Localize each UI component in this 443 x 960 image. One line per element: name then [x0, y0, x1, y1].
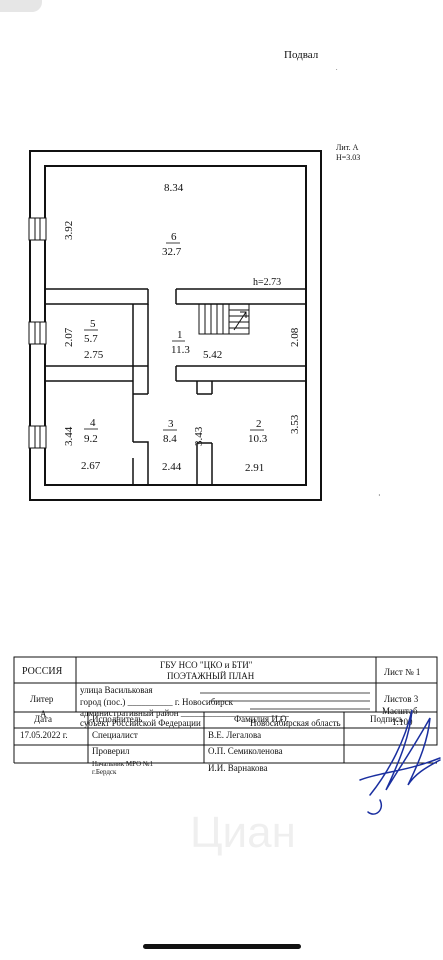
stamp-district: административный район _________________… — [80, 708, 289, 718]
dim-right-mid-height: 2.08 — [289, 327, 301, 347]
dim-room2-height: 3.53 — [289, 414, 301, 434]
floor-title: Подвал — [284, 49, 319, 61]
window-bottom — [28, 425, 47, 449]
stamp-street: улица Васильковая — [80, 685, 153, 695]
stamp-role-specialist: Специалист — [92, 730, 138, 740]
height-label: Н=3.03 — [336, 153, 360, 162]
dim-top-width: 8.34 — [164, 182, 184, 194]
room3-number: 3 — [168, 418, 174, 430]
stamp-litera-label: Литер — [30, 694, 54, 704]
dim-room2-width: 2.91 — [245, 462, 264, 474]
dim-room3-width: 2.44 — [162, 461, 182, 473]
stamp-role-chief-2: г.Бердск — [92, 768, 117, 776]
stamp-sheet: Лист № 1 — [384, 667, 421, 677]
signature-scribble — [359, 709, 441, 815]
room5-area: 5.7 — [84, 333, 98, 345]
dim-room1-width: 5.42 — [203, 349, 222, 361]
room2-area: 10.3 — [248, 433, 268, 445]
interior-walls — [45, 288, 306, 485]
stamp-col-date: Дата — [34, 714, 52, 724]
stamp-name-specialist: В.Е. Легалова — [208, 730, 262, 740]
lit-label: Лит. А — [336, 143, 359, 152]
room1-area: 11.3 — [171, 344, 190, 356]
ceiling-height: h=2.73 — [253, 277, 281, 288]
stamp-scale-label: Масштаб — [382, 706, 418, 716]
svg-text:·: · — [378, 491, 381, 500]
stamp-doc-title: ПОЭТАЖНЫЙ ПЛАН — [167, 671, 255, 681]
stamp-subject-value: Новосибирская область — [250, 718, 341, 728]
room4-number: 4 — [90, 417, 96, 429]
svg-text:.: . — [336, 66, 338, 72]
staircase — [198, 303, 250, 335]
floor-plan: Подвал . Лит. А Н=3.03 — [28, 49, 381, 501]
room5-number: 5 — [90, 318, 96, 330]
room6-area: 32.7 — [162, 246, 182, 258]
dim-room5-height: 2.07 — [63, 327, 75, 347]
dim-room4-width: 2.67 — [81, 460, 101, 472]
room2-number: 2 — [256, 418, 262, 430]
stamp-name-chief: И.И. Варнакова — [208, 763, 268, 773]
outer-wall — [29, 150, 322, 501]
stamp-scale-value: 1:100 — [392, 717, 413, 727]
stamp-col-signature: Подпись — [370, 714, 404, 724]
stamp-table — [13, 656, 438, 764]
home-indicator[interactable] — [143, 944, 301, 949]
stamp-sheets: Листов 3 — [384, 694, 419, 704]
room1-number: 1 — [177, 329, 183, 341]
stamp-date-value: 17.05.2022 г. — [20, 730, 68, 740]
stamp-country: РОССИЯ — [22, 666, 63, 677]
room6-number: 6 — [171, 231, 177, 243]
stamp-role-checked: Проверил — [92, 746, 130, 756]
room3-area: 8.4 — [163, 433, 177, 445]
room4-area: 9.2 — [84, 433, 98, 445]
dim-room3-height: 3.43 — [193, 426, 205, 446]
watermark: Циан — [190, 808, 296, 857]
dim-room5-width: 2.75 — [84, 349, 104, 361]
stamp-city: город (пос.) __________ г. Новосибирск — [80, 697, 233, 707]
stamp-litera-value: А — [40, 709, 47, 719]
stamp-name-checked: О.П. Семиколенова — [208, 746, 283, 756]
status-bar-corner — [0, 0, 42, 12]
stamp-col-executor: Исполнитель — [92, 714, 143, 724]
stamp-subject-label: субъект Российской Федерации — [80, 718, 201, 728]
stamp-role-chief-1: Начальник МРО №1 — [92, 760, 154, 768]
dim-room6-height: 3.92 — [63, 221, 75, 240]
stamp-col-name: Фамилия И.О. — [234, 714, 289, 724]
stamp-org: ГБУ НСО "ЦКО и БТИ" — [160, 660, 253, 670]
window-mid — [28, 321, 47, 345]
dim-room4-height: 3.44 — [63, 426, 75, 446]
window-top — [28, 217, 47, 241]
